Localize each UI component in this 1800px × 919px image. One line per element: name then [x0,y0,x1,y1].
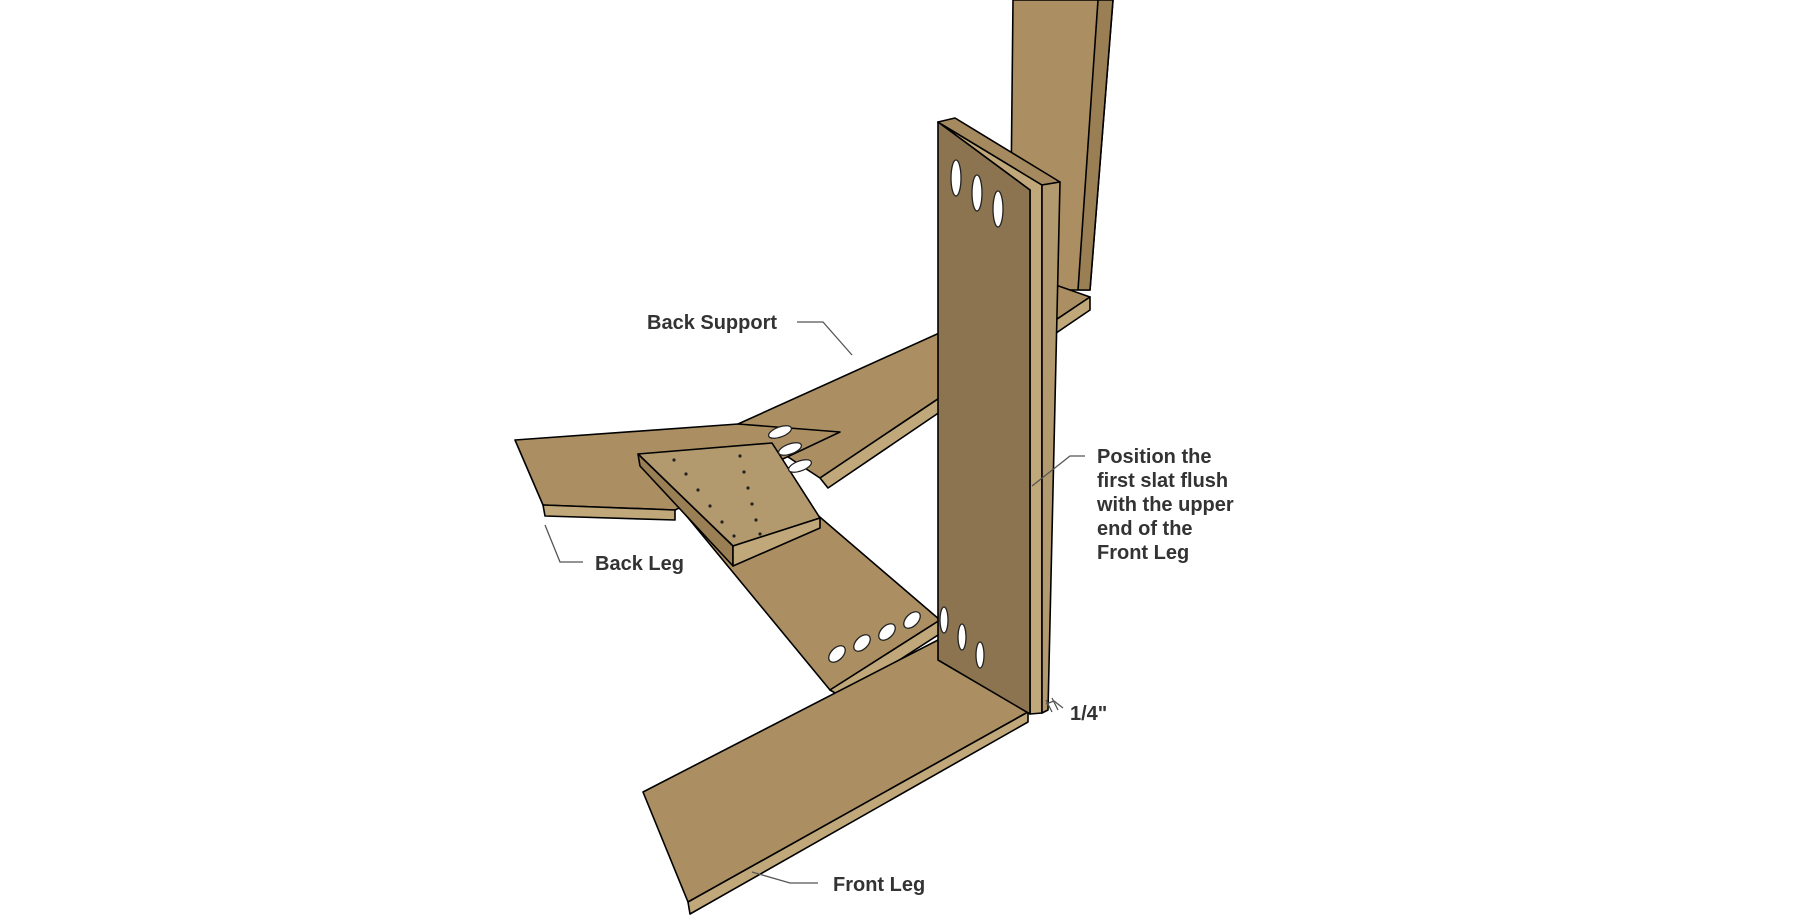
slat-position-note: Position the first slat flush with the u… [1096,446,1239,564]
note-line: Position the [1097,446,1211,468]
screw-holes [672,454,762,538]
note-line: end of the [1097,518,1193,540]
note-leader [1031,455,1085,487]
back-support-label: Back Support [647,312,777,334]
slat-block [637,442,821,567]
front-leg-board [642,639,1029,915]
note-line: first slat flush [1097,470,1228,492]
front-leg-label: Front Leg [833,874,925,896]
upright-slat-board [937,117,1061,715]
back-leg-leader [544,524,583,563]
measurement-tick [1045,697,1059,713]
note-line: with the upper [1096,494,1234,516]
pocket-holes-back-support [767,425,813,473]
front-leg-leader [751,871,818,884]
back-leg-label: Back Leg [595,553,684,575]
pocket-holes-upright-top [950,159,1004,228]
measurement-label: 1/4" [1070,703,1107,725]
pocket-holes-upright-bottom [939,606,985,669]
note-line: Front Leg [1097,542,1189,564]
pocket-holes-lower-board [828,611,921,663]
back-support-leader [797,321,853,356]
